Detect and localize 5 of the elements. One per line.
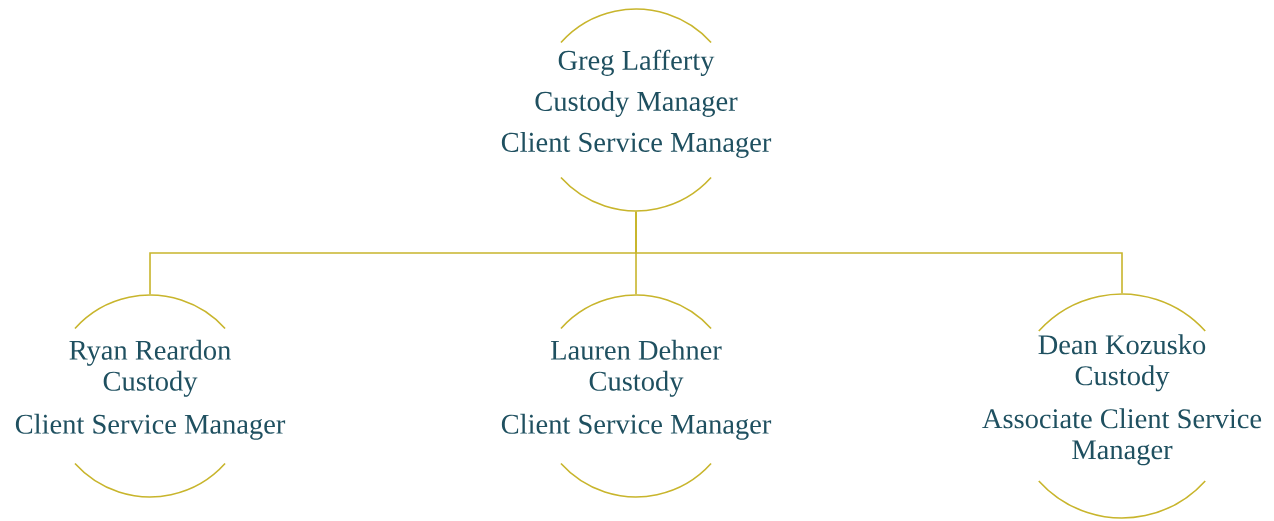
- connector-line: [635, 211, 1123, 294]
- circle-node: Lauren Dehner Custody Client Service Manager: [501, 294, 772, 498]
- circle-node: Ryan Reardon Custody Client Service Manager: [15, 294, 286, 498]
- circle-node: Greg Lafferty Custody Manager Client Service Manager: [501, 8, 772, 212]
- circle-node: Dean Kozusko Custody Associate Client Service Manager: [982, 293, 1262, 519]
